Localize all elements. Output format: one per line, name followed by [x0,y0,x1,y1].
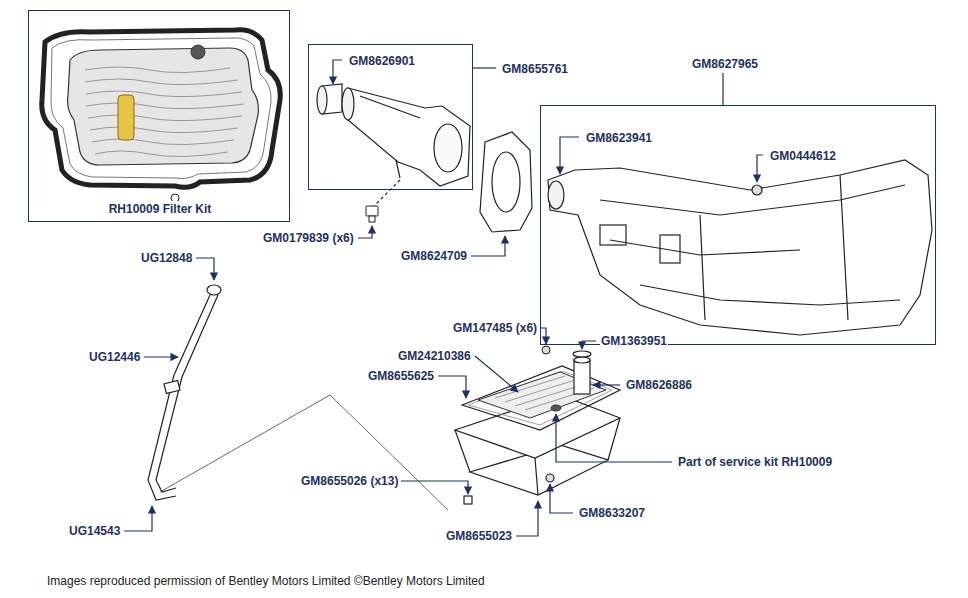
transmission-case [752,185,762,195]
callout-number: GM24210386 [397,348,472,364]
leader-line [541,328,546,344]
housing-gasket [480,132,532,232]
leader-line [593,384,620,385]
leader-line [473,67,496,68]
filter-plate [68,45,259,165]
pan-filter [551,405,561,411]
callout-number: GM8655026 (x13) [300,473,399,489]
callout-number: GM8655023 [445,528,513,544]
transmission-case [548,160,932,335]
leader-line [196,258,214,280]
leader-line [144,356,178,357]
group-heading: GM8627965 [691,56,759,72]
group-heading: GM8655761 [501,61,569,77]
callout-number: GM0179839 (x6) [262,230,355,246]
callout-number: GM8655625 [367,368,435,384]
extension-housing [374,180,400,206]
filter-gasket [42,30,280,188]
transmission-case [660,235,680,263]
transmission-case [600,225,626,245]
leader-line [333,60,342,84]
oil-pan [464,496,472,504]
leader-line [516,501,538,536]
group-heading: RH10009 Filter Kit [108,201,213,217]
filter-tube [573,351,591,357]
extension-housing [317,84,470,206]
extension-housing [434,124,462,172]
callout-number: GM8626886 [625,377,693,393]
filter-plate [85,67,244,157]
extension-housing [360,96,420,178]
housing-gasket [492,152,520,212]
dipstick-tube [164,380,180,393]
extension-housing [317,86,327,114]
pan-gasket [462,366,620,430]
leader-line [475,356,518,392]
housing-bolt [366,206,378,222]
leader-line [401,481,468,494]
leader-line [722,73,723,105]
filter-tube [573,351,591,394]
leader-line [757,155,763,182]
leader-line [582,341,596,349]
leader-line [471,236,505,256]
leader-line [560,137,579,174]
pan-bolts [542,346,550,354]
part-group-box: GM8655761GM8626901 [308,44,473,190]
copyright-caption: Images reproduced permission of Bentley … [47,573,485,589]
callout-number: GM8623941 [585,130,653,146]
callout-number: UG14543 [68,523,121,539]
housing-bolt [369,216,375,222]
dipstick-tube [156,295,218,492]
dipstick-tube [148,285,221,500]
filter-gasket [42,30,280,202]
callout-number: UG12848 [140,250,193,266]
callout-number: GM8624709 [400,248,468,264]
housing-gasket [480,132,532,232]
pan-bolts [542,346,550,354]
note-text: Part of service kit RH10009 [677,454,833,470]
housing-bolt [366,206,378,216]
callout-number: GM8626901 [348,53,416,69]
filter-plate [68,48,259,165]
filter-tube [574,360,590,394]
transmission-case [548,181,564,209]
transmission-case [548,160,932,335]
part-group-box: RH10009 Filter Kit [28,10,290,222]
leader-line [124,506,152,531]
leader-line [438,376,466,398]
leader-line [556,414,672,462]
callout-number: GM8633207 [578,505,646,521]
extension-housing [342,88,354,120]
transmission-case [600,175,905,320]
part-group-box: GM8627965GM8623941GM0444612 [540,105,936,345]
leader-line [124,60,763,536]
leader-line [550,484,573,513]
extension-housing [348,88,470,186]
filter-plate [191,45,205,59]
callout-number: UG12446 [88,349,141,365]
leader-line [358,226,372,238]
filter-tube [574,357,590,363]
assembly-line [160,395,448,510]
filter-gasket [51,38,271,179]
filter-plate [118,95,134,140]
callout-number: GM147485 (x6) [452,320,538,336]
callout-number: GM1363951 [600,333,668,349]
callout-number: GM0444612 [769,148,837,164]
oil-pan [546,474,554,482]
pan-gasket [462,366,620,430]
dipstick-tube [148,295,210,500]
dipstick-tube [207,285,221,295]
assembly-line [160,395,448,510]
